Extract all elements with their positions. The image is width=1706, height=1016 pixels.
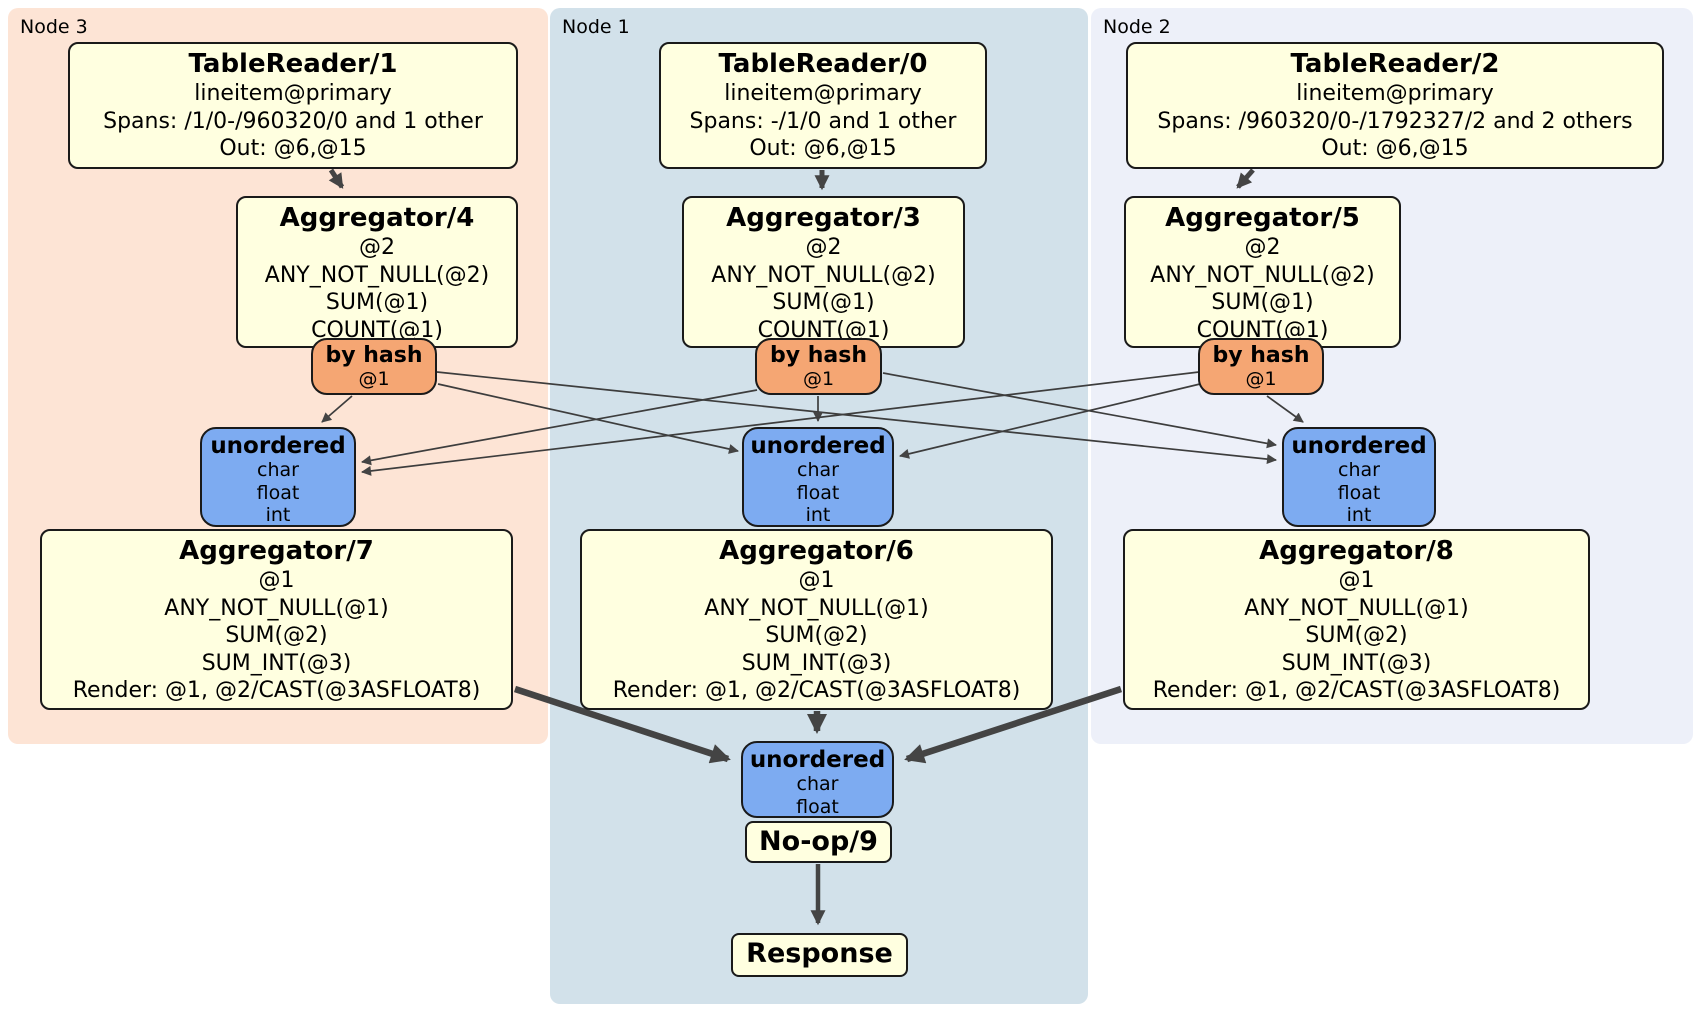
edge-bh2-u2 — [1266, 395, 1304, 423]
edge-bh3-u2 — [436, 371, 1277, 465]
unordered-label: unordered — [1291, 433, 1427, 459]
tablereader-2-index: lineitem@primary — [1296, 81, 1494, 106]
unordered-type-char: char — [1338, 459, 1380, 481]
tablereader-1-box: TableReader/1 lineitem@primary Spans: /1… — [68, 42, 518, 169]
edge-bh2-u3 — [361, 371, 1200, 476]
aggregator-5-title: Aggregator/5 — [1165, 203, 1360, 233]
aggregator-8-fn2: SUM(@2) — [1305, 623, 1408, 648]
tablereader-0-box: TableReader/0 lineitem@primary Spans: -/… — [659, 42, 987, 169]
aggregator-6-box: Aggregator/6 @1 ANY_NOT_NULL(@1) SUM(@2)… — [580, 529, 1053, 710]
by-hash-label: by hash — [769, 343, 867, 368]
aggregator-4-fn2: SUM(@1) — [325, 290, 429, 315]
aggregator-7-fn2: SUM(@2) — [225, 623, 328, 648]
tablereader-0-out: Out: @6,@15 — [749, 136, 897, 161]
unordered-sync-node1: unordered char float int — [742, 427, 894, 527]
tablereader-0-index: lineitem@primary — [724, 81, 922, 106]
unordered-label: unordered — [750, 433, 886, 459]
edge-agg7-ufinal — [513, 685, 731, 764]
aggregator-3-group: @2 — [805, 235, 842, 260]
tablereader-1-spans: Spans: /1/0-/960320/0 and 1 other — [103, 108, 483, 134]
aggregator-6-fn2: SUM(@2) — [765, 623, 868, 648]
aggregator-5-group: @2 — [1244, 235, 1281, 260]
aggregator-5-fn1: ANY_NOT_NULL(@2) — [1150, 262, 1375, 288]
unordered-type-float: float — [796, 795, 839, 818]
aggregator-4-fn1: ANY_NOT_NULL(@2) — [264, 262, 490, 288]
unordered-label: unordered — [210, 433, 346, 459]
aggregator-3-box: Aggregator/3 @2 ANY_NOT_NULL(@2) SUM(@1)… — [682, 196, 965, 348]
tablereader-1-index: lineitem@primary — [194, 81, 392, 106]
edge-bh1-u3 — [361, 389, 758, 466]
unordered-type-float: float — [1337, 481, 1381, 504]
aggregator-8-fn3: SUM_INT(@3) — [1281, 650, 1432, 676]
tablereader-2-spans: Spans: /960320/0-/1792327/2 and 2 others — [1157, 108, 1633, 134]
edge-tr2-agg5 — [1236, 168, 1255, 189]
aggregator-5-box: Aggregator/5 @2 ANY_NOT_NULL(@2) SUM(@1)… — [1124, 196, 1401, 348]
by-hash-label: by hash — [325, 343, 423, 368]
unordered-type-char: char — [796, 773, 839, 795]
by-hash-column: @1 — [802, 368, 835, 390]
unordered-sync-node3: unordered char float int — [200, 427, 356, 527]
unordered-label: unordered — [749, 747, 886, 773]
unordered-sync-final: unordered char float — [741, 741, 894, 818]
by-hash-column: @1 — [1245, 368, 1277, 390]
edge-agg8-ufinal — [904, 685, 1123, 764]
unordered-type-float: float — [256, 481, 300, 504]
aggregator-8-box: Aggregator/8 @1 ANY_NOT_NULL(@1) SUM(@2)… — [1123, 529, 1590, 710]
aggregator-5-fn2: SUM(@1) — [1211, 290, 1314, 315]
aggregator-6-title: Aggregator/6 — [719, 536, 914, 566]
tablereader-2-title: TableReader/2 — [1290, 49, 1500, 79]
unordered-type-int: int — [805, 504, 831, 526]
aggregator-7-box: Aggregator/7 @1 ANY_NOT_NULL(@1) SUM(@2)… — [40, 529, 513, 710]
noop-title: No-op/9 — [759, 826, 878, 857]
tablereader-1-title: TableReader/1 — [188, 49, 398, 79]
unordered-type-char: char — [797, 459, 839, 481]
aggregator-6-group: @1 — [798, 568, 835, 593]
tablereader-2-box: TableReader/2 lineitem@primary Spans: /9… — [1126, 42, 1664, 169]
region-node1-label: Node 1 — [562, 16, 630, 38]
aggregator-7-fn1: ANY_NOT_NULL(@1) — [164, 595, 389, 621]
aggregator-4-title: Aggregator/4 — [279, 203, 475, 233]
by-hash-router-node3: by hash @1 — [311, 338, 437, 395]
aggregator-3-title: Aggregator/3 — [726, 203, 921, 233]
by-hash-router-node1: by hash @1 — [755, 338, 882, 395]
edge-bh3-u1 — [437, 383, 739, 454]
aggregator-6-render: Render: @1, @2/CAST(@3ASFLOAT8) — [612, 678, 1021, 703]
unordered-type-int: int — [265, 504, 291, 526]
aggregator-7-group: @1 — [258, 568, 295, 593]
aggregator-7-render: Render: @1, @2/CAST(@3ASFLOAT8) — [72, 678, 481, 703]
region-node2-label: Node 2 — [1103, 16, 1171, 38]
edge-bh1-u2 — [882, 372, 1277, 449]
noop-box: No-op/9 — [745, 821, 892, 863]
tablereader-1-out: Out: @6,@15 — [219, 136, 367, 161]
aggregator-8-render: Render: @1, @2/CAST(@3ASFLOAT8) — [1152, 678, 1561, 703]
aggregator-7-fn3: SUM_INT(@3) — [201, 650, 352, 676]
unordered-type-float: float — [796, 481, 840, 504]
unordered-type-char: char — [257, 459, 299, 481]
tablereader-0-title: TableReader/0 — [718, 49, 928, 79]
aggregator-8-title: Aggregator/8 — [1259, 536, 1454, 566]
aggregator-3-fn1: ANY_NOT_NULL(@2) — [711, 262, 936, 288]
aggregator-7-title: Aggregator/7 — [179, 536, 374, 566]
response-title: Response — [746, 938, 893, 969]
aggregator-3-fn2: SUM(@1) — [772, 290, 875, 315]
aggregator-4-group: @2 — [359, 235, 395, 260]
by-hash-router-node2: by hash @1 — [1198, 338, 1324, 395]
unordered-sync-node2: unordered char float int — [1282, 427, 1436, 527]
tablereader-0-spans: Spans: -/1/0 and 1 other — [689, 108, 957, 134]
by-hash-column: @1 — [358, 368, 390, 390]
aggregator-6-fn1: ANY_NOT_NULL(@1) — [704, 595, 929, 621]
tablereader-2-out: Out: @6,@15 — [1321, 136, 1469, 161]
edge-tr1-agg4 — [328, 168, 345, 189]
response-box: Response — [731, 933, 908, 977]
aggregator-4-box: Aggregator/4 @2 ANY_NOT_NULL(@2) SUM(@1)… — [236, 196, 518, 348]
aggregator-6-fn3: SUM_INT(@3) — [741, 650, 892, 676]
by-hash-label: by hash — [1212, 343, 1310, 368]
aggregator-8-fn1: ANY_NOT_NULL(@1) — [1244, 595, 1469, 621]
edge-bh2-u1 — [899, 383, 1201, 459]
unordered-type-int: int — [1346, 504, 1372, 526]
region-node3-label: Node 3 — [20, 16, 88, 38]
aggregator-8-group: @1 — [1338, 568, 1375, 593]
edge-bh3-u3 — [321, 395, 353, 423]
